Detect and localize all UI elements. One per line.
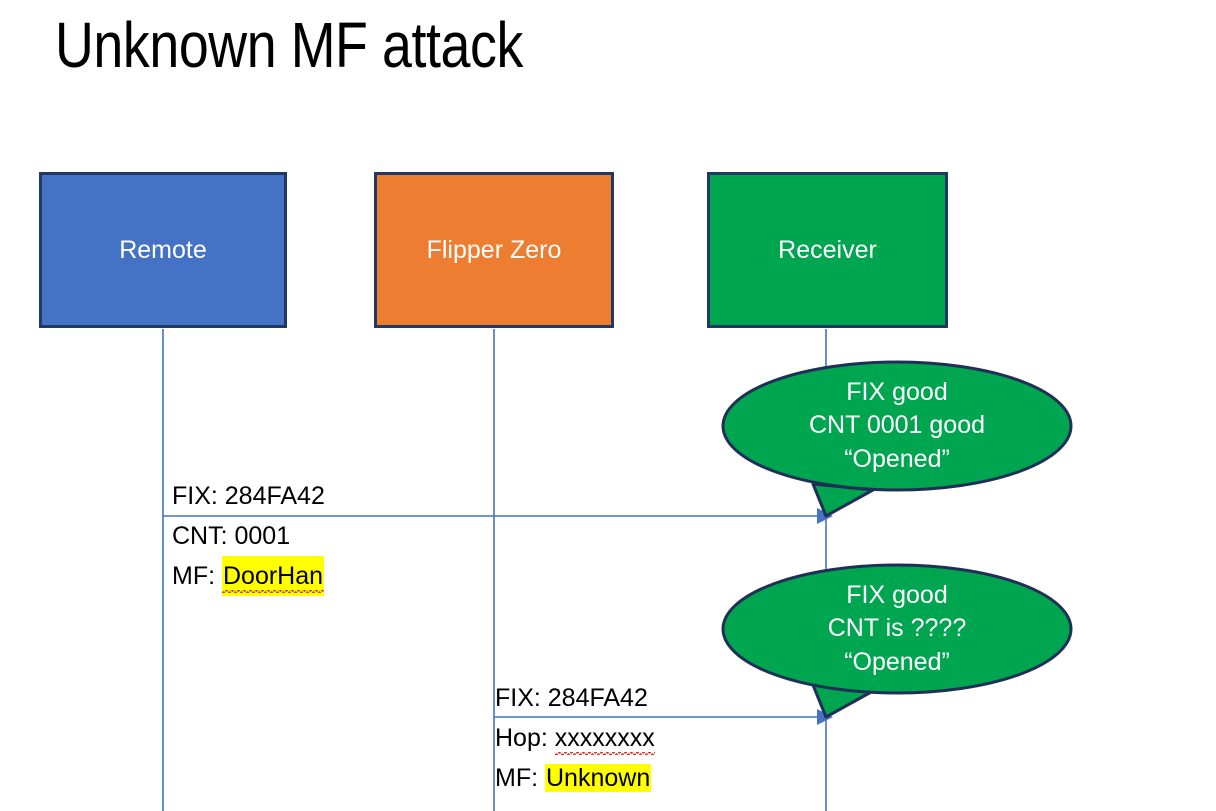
message-line-mf-label: MF:	[172, 562, 222, 590]
message-line-cnt-value: 0001	[234, 522, 291, 550]
page-title: Unknown MF attack	[55, 9, 523, 81]
callout-good-line-1: FIX good	[846, 378, 948, 407]
lane-label-flipper: Flipper Zero	[426, 236, 562, 264]
callout-good[interactable]: FIX good CNT 0001 good “Opened”	[723, 362, 1071, 490]
message-line-mf: MF: DoorHan	[172, 556, 325, 596]
message-line-cnt-label: CNT:	[172, 522, 235, 550]
callout-unknown[interactable]: FIX good CNT is ???? “Opened”	[723, 565, 1071, 693]
message-label-remote-to-receiver: FIX: 284FA42 CNT: 0001 MF: DoorHan	[172, 476, 325, 596]
message-line-mf: MF: Unknown	[495, 758, 655, 798]
message-line-fix: FIX: 284FA42	[172, 482, 325, 510]
lane-box-remote[interactable]: Remote	[39, 172, 287, 328]
message-line-mf-value: DoorHan	[222, 556, 325, 596]
lane-box-flipper[interactable]: Flipper Zero	[374, 172, 614, 328]
message-line-hop-value: xxxxxxxx	[554, 718, 655, 758]
callout-good-line-2: CNT 0001 good	[808, 411, 986, 440]
message-line-hop-label: Hop:	[495, 724, 555, 752]
message-line-cnt: CNT: 0001	[172, 516, 325, 556]
lane-label-receiver: Receiver	[778, 236, 877, 264]
callout-unknown-line-2: CNT is ????	[827, 614, 967, 643]
callout-bubble-good-shape	[721, 360, 1073, 518]
message-line-mf-value: Unknown	[545, 764, 652, 792]
message-label-flipper-to-receiver: FIX: 284FA42 Hop: xxxxxxxx MF: Unknown	[495, 678, 655, 798]
callout-good-line-3: “Opened”	[844, 444, 950, 473]
message-line-hop: Hop: xxxxxxxx	[495, 718, 655, 758]
message-line-mf-label: MF:	[495, 764, 545, 792]
callout-bubble-unknown-shape	[721, 563, 1073, 719]
lane-box-receiver[interactable]: Receiver	[707, 172, 948, 328]
callout-unknown-line-3: “Opened”	[844, 647, 950, 676]
callout-unknown-line-1: FIX good	[846, 581, 948, 610]
lane-label-remote: Remote	[119, 236, 207, 264]
message-line-fix: FIX: 284FA42	[495, 684, 648, 712]
